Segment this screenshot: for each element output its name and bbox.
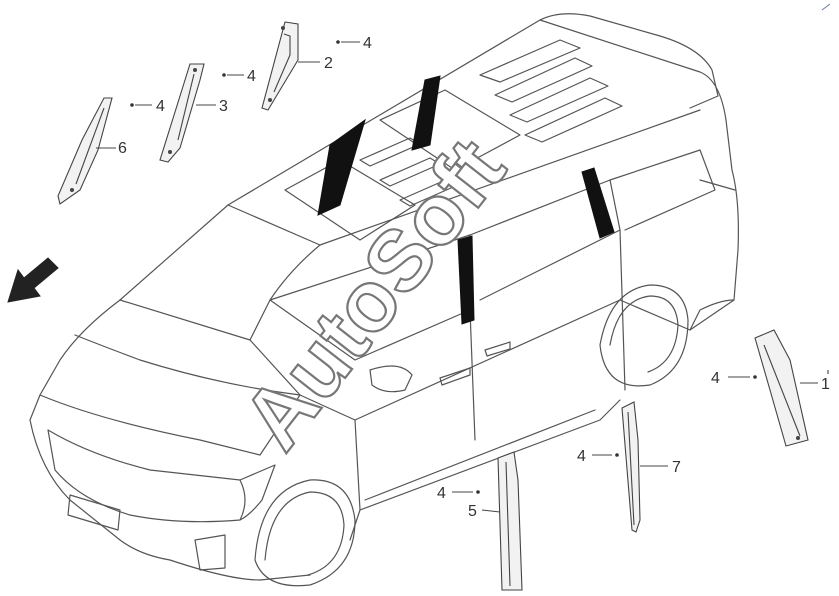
direction-arrow-icon [7,257,59,303]
trim-part-3 [159,63,216,163]
callout-3: 3 [219,98,228,115]
callout-7: 7 [672,459,681,476]
trim-part-1 [754,329,829,447]
callout-1: 1 [821,376,830,393]
trim-part-7 [621,401,668,533]
callout-4-upper: 4 [247,68,256,85]
trim-part-2 [261,21,320,111]
watermark-text: AutoSoft [224,122,523,467]
callout-4-mid: 4 [577,448,586,465]
trim-part-6 [57,97,116,205]
fastener-markers [130,40,757,494]
callout-5: 5 [468,503,477,520]
callout-4-right: 4 [711,370,720,387]
vehicle-outline [29,13,739,587]
trim-part-5 [481,451,523,591]
callout-4-left: 4 [156,98,165,115]
callout-4-bottom: 4 [437,485,446,502]
callout-6: 6 [118,140,127,157]
corner-mark [821,3,831,11]
callout-2: 2 [324,55,333,72]
callout-4-top: 4 [363,35,372,52]
